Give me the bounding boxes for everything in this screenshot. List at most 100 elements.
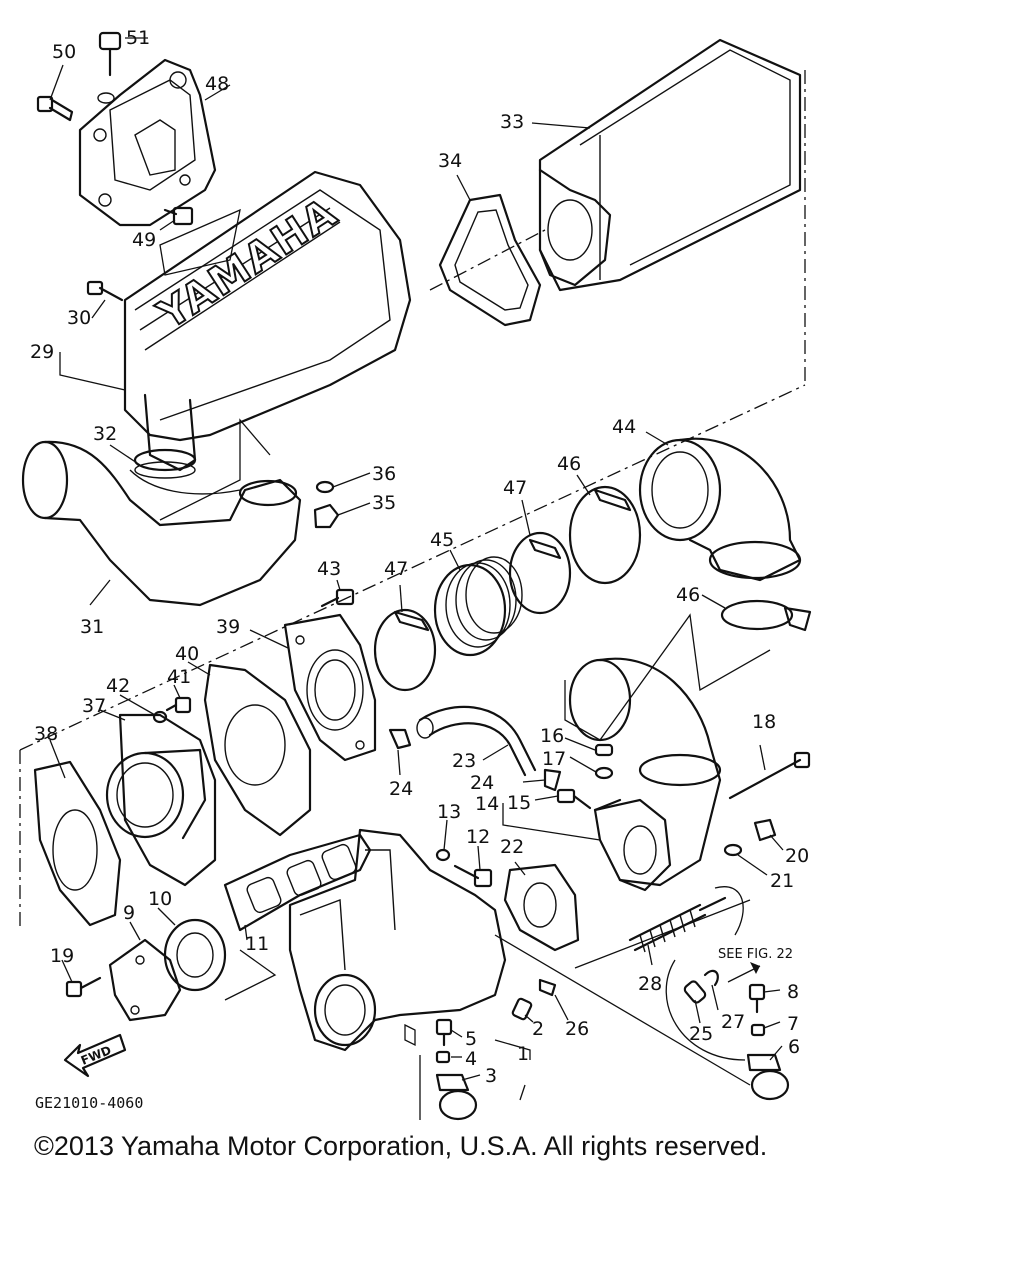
- part-35-nut: [313, 503, 340, 529]
- part-number-label: 49: [132, 229, 156, 251]
- part-number-label: 15: [507, 792, 531, 814]
- part-number-label: 24: [470, 772, 494, 794]
- part-number-label: 47: [503, 477, 527, 499]
- part-number-label: 19: [50, 945, 74, 967]
- part-number-label: 22: [500, 836, 524, 858]
- part-33-silencer: [538, 38, 802, 292]
- part-43-bolt: [320, 588, 355, 608]
- part-number-label: 1: [517, 1043, 529, 1065]
- part-7-nut: [750, 1023, 766, 1037]
- part-number-label: 18: [752, 711, 776, 733]
- part-number-label: 8: [787, 981, 799, 1003]
- part-number-label: 29: [30, 341, 54, 363]
- part-number-label: 2: [532, 1018, 544, 1040]
- part-number-label: 34: [438, 150, 462, 172]
- part-45-bellows: [433, 556, 523, 657]
- part-number-label: 50: [52, 41, 76, 63]
- part-number-label: 12: [466, 826, 490, 848]
- figure-reference: SEE FIG. 22: [718, 947, 793, 962]
- part-16-cap: [594, 743, 614, 757]
- part-number-label: 42: [106, 675, 130, 697]
- part-37-body: [105, 713, 217, 887]
- part-27-clip: [703, 969, 719, 987]
- part-number-label: 17: [542, 748, 566, 770]
- part-9-cover: [108, 938, 182, 1022]
- part-15-fitting: [556, 788, 592, 810]
- part-22-gasket: [503, 863, 580, 952]
- part-42-washer: [152, 710, 168, 724]
- part-47-clamp-upper: [508, 531, 572, 615]
- part-number-label: 31: [80, 616, 104, 638]
- part-10-gasket: [163, 918, 227, 992]
- part-23-hose: [416, 705, 537, 777]
- part-number-label: 41: [167, 666, 191, 688]
- part-29-muffler-body: YAMAHA: [123, 170, 412, 479]
- part-number-label: 24: [389, 778, 413, 800]
- part-14-outlet-elbow: [568, 657, 722, 892]
- part-40-gasket: [203, 663, 312, 837]
- part-19-bolt: [65, 976, 102, 998]
- drawing-code: GE21010-4060: [35, 1094, 143, 1112]
- part-number-label: 6: [788, 1036, 800, 1058]
- fwd-label: FWD: [79, 1043, 113, 1068]
- part-50-bolt: [36, 95, 74, 122]
- assembly-lines: [19, 70, 806, 1120]
- part-number-label: 5: [465, 1028, 477, 1050]
- part-38-gasket-plate: [33, 760, 122, 927]
- see-figure-arrow: [727, 962, 761, 983]
- part-number-label: 26: [565, 1018, 589, 1040]
- part-39-flange-housing: [283, 613, 377, 762]
- part-36-washer: [315, 480, 335, 494]
- part-20-nut: [753, 818, 777, 842]
- fwd-arrow-icon: FWD: [63, 1033, 127, 1078]
- part-8-bolt: [748, 983, 766, 1014]
- part-number-label: 38: [34, 723, 58, 745]
- parts-line-art: YAMAHA: [19, 31, 812, 1121]
- part-number-label: 4: [465, 1048, 477, 1070]
- part-number-label: 3: [485, 1065, 497, 1087]
- part-number-label: 20: [785, 845, 809, 867]
- part-12-bolt: [453, 864, 493, 888]
- part-number-label: 7: [787, 1013, 799, 1035]
- part-44-elbow: [638, 437, 802, 582]
- part-47-clamp-lower: [373, 608, 437, 692]
- part-number-label: 10: [148, 888, 172, 910]
- part-31-exhaust-pipe: [21, 440, 302, 607]
- part-number-label: 16: [540, 725, 564, 747]
- part-28-spring: [628, 896, 727, 953]
- part-30-bolt: [86, 280, 124, 302]
- part-11-gasket: [223, 833, 372, 932]
- part-number-label: 9: [123, 902, 135, 924]
- part-number-label: 30: [67, 307, 91, 329]
- part-1-manifold: [288, 828, 507, 1052]
- part-24-clip-right: [543, 768, 562, 792]
- part-number-label: 25: [689, 1023, 713, 1045]
- part-4-washer: [435, 1050, 451, 1064]
- part-number-label: 11: [245, 933, 269, 955]
- part-24-clip-left: [388, 728, 412, 750]
- part-number-label: 33: [500, 111, 524, 133]
- part-number-label: 13: [437, 801, 461, 823]
- part-5-bolt: [435, 1018, 453, 1047]
- part-number-label: 47: [384, 558, 408, 580]
- part-number-label: 48: [205, 73, 229, 95]
- part-46-clamp-lower: [720, 599, 812, 632]
- part-number-label: 28: [638, 973, 662, 995]
- part-46-clamp-upper: [568, 485, 642, 585]
- part-number-label: 21: [770, 870, 794, 892]
- part-34-gasket: [438, 193, 542, 327]
- copyright-notice: ©2013 Yamaha Motor Corporation, U.S.A. A…: [34, 1131, 768, 1161]
- part-6-clamp: [746, 1053, 790, 1101]
- part-25-tube: [683, 980, 707, 1004]
- part-26-clip: [538, 978, 557, 997]
- part-51-bolt: [97, 31, 122, 104]
- part-number-label: 37: [82, 695, 106, 717]
- part-48-bracket: [78, 58, 217, 227]
- part-number-label: 43: [317, 558, 341, 580]
- part-number-label: 35: [372, 492, 396, 514]
- part-number-label: 23: [452, 750, 476, 772]
- part-number-label: 39: [216, 616, 240, 638]
- part-number-label: 51: [126, 27, 150, 49]
